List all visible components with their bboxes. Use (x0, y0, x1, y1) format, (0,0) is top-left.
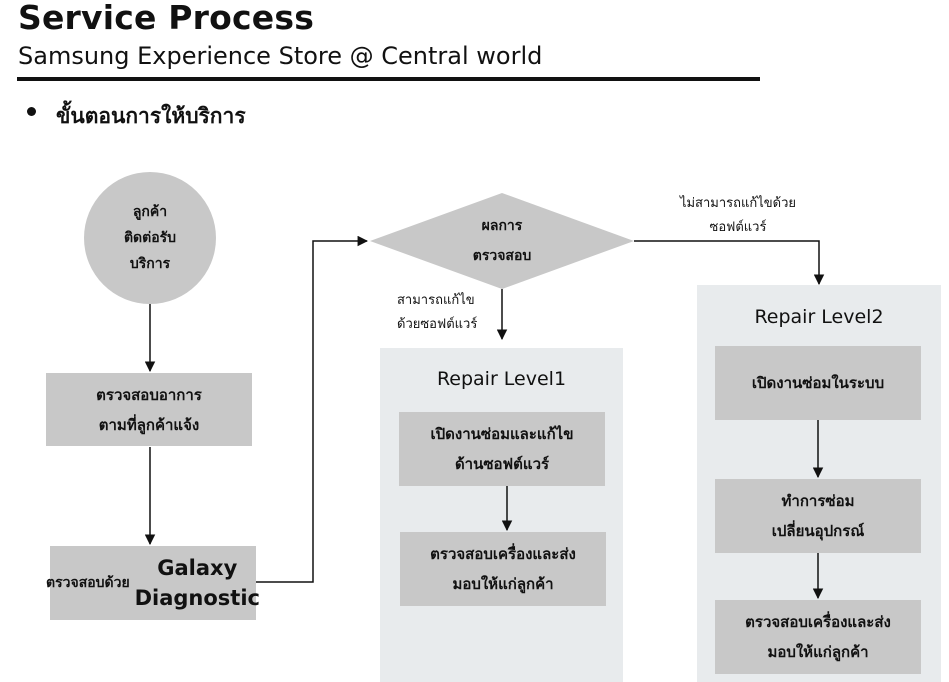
level2-open-repair-box: เปิดงานซ่อมในระบบ (715, 346, 921, 420)
decision-diamond (370, 193, 634, 289)
diagnostic-main: Galaxy Diagnostic (134, 556, 260, 610)
condition-software-not-fixable: ไม่สามารถแก้ไขด้วย ซอฟต์แวร์ (679, 196, 797, 235)
title-divider (17, 77, 760, 81)
diagnostic-prefix: ตรวจสอบด้วย (46, 575, 135, 591)
page-subtitle: Samsung Experience Store @ Central world (18, 42, 543, 70)
level2-check-deliver-box: ตรวจสอบเครื่องและส่ง มอบให้แก่ลูกค้า (715, 600, 921, 674)
level1-open-software-repair-box: เปิดงานซ่อมและแก้ไข ด้านซอฟต์แวร์ (399, 412, 605, 486)
level2-replace-parts-box: ทำการซ่อม เปลี่ยนอุปกรณ์ (715, 479, 921, 553)
decision-label: ผลการ ตรวจสอบ (472, 218, 532, 264)
repair-level2-title: Repair Level2 (754, 306, 884, 328)
start-node-label: ลูกค้า ติดต่อรับ บริการ (123, 204, 177, 272)
start-circle (84, 172, 216, 304)
repair-level1-title: Repair Level1 (436, 368, 567, 390)
arrow-diagnostic-to-decision (256, 235, 369, 583)
arrow-decision-to-level2 (634, 240, 825, 286)
level1-check-deliver-box: ตรวจสอบเครื่องและส่ง มอบให้แก่ลูกค้า (400, 532, 606, 606)
check-symptoms-box: ตรวจสอบอาการ ตามที่ลูกค้าแจ้ง (46, 373, 252, 446)
condition-software-fixable: สามารถแก้ไข ด้วยซอฟต์แวร์ (397, 293, 478, 332)
bullet-dot-icon (27, 107, 36, 116)
galaxy-diagnostic-box: ตรวจสอบด้วย Galaxy Diagnostic (46, 546, 260, 620)
page-title: Service Process (18, 0, 315, 37)
bullet-text: ขั้นตอนการให้บริการ (56, 104, 246, 128)
repair-level1-panel (380, 348, 623, 682)
